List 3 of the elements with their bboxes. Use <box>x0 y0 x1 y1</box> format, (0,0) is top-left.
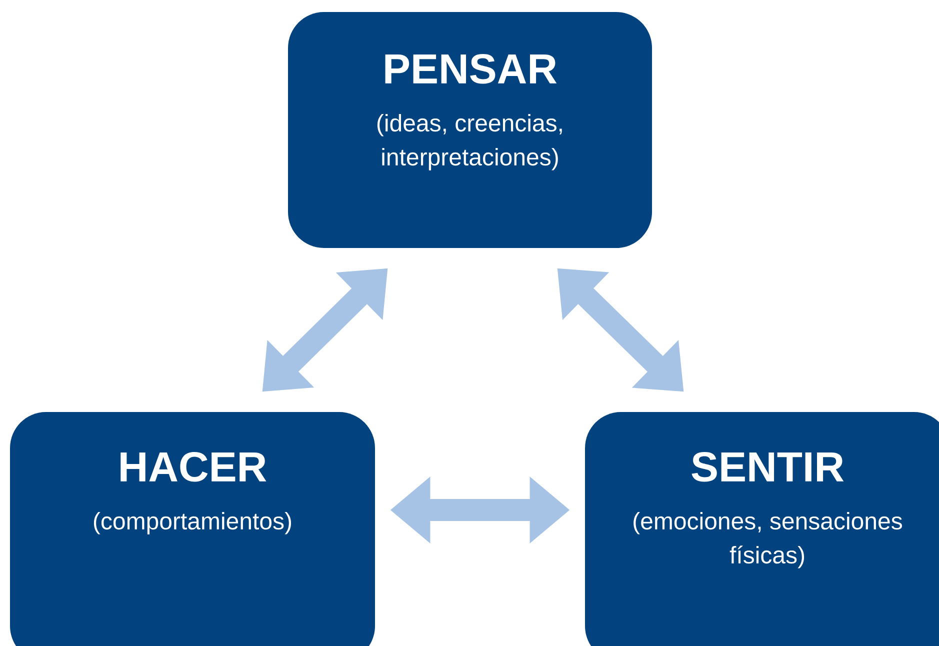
concept-box: HACER (comportamientos) <box>10 412 375 646</box>
concept-box: PENSAR (ideas, creencias, interpretaciones) <box>288 12 652 248</box>
concept-box: SENTIR (emociones, sensaciones físicas) <box>585 412 939 646</box>
